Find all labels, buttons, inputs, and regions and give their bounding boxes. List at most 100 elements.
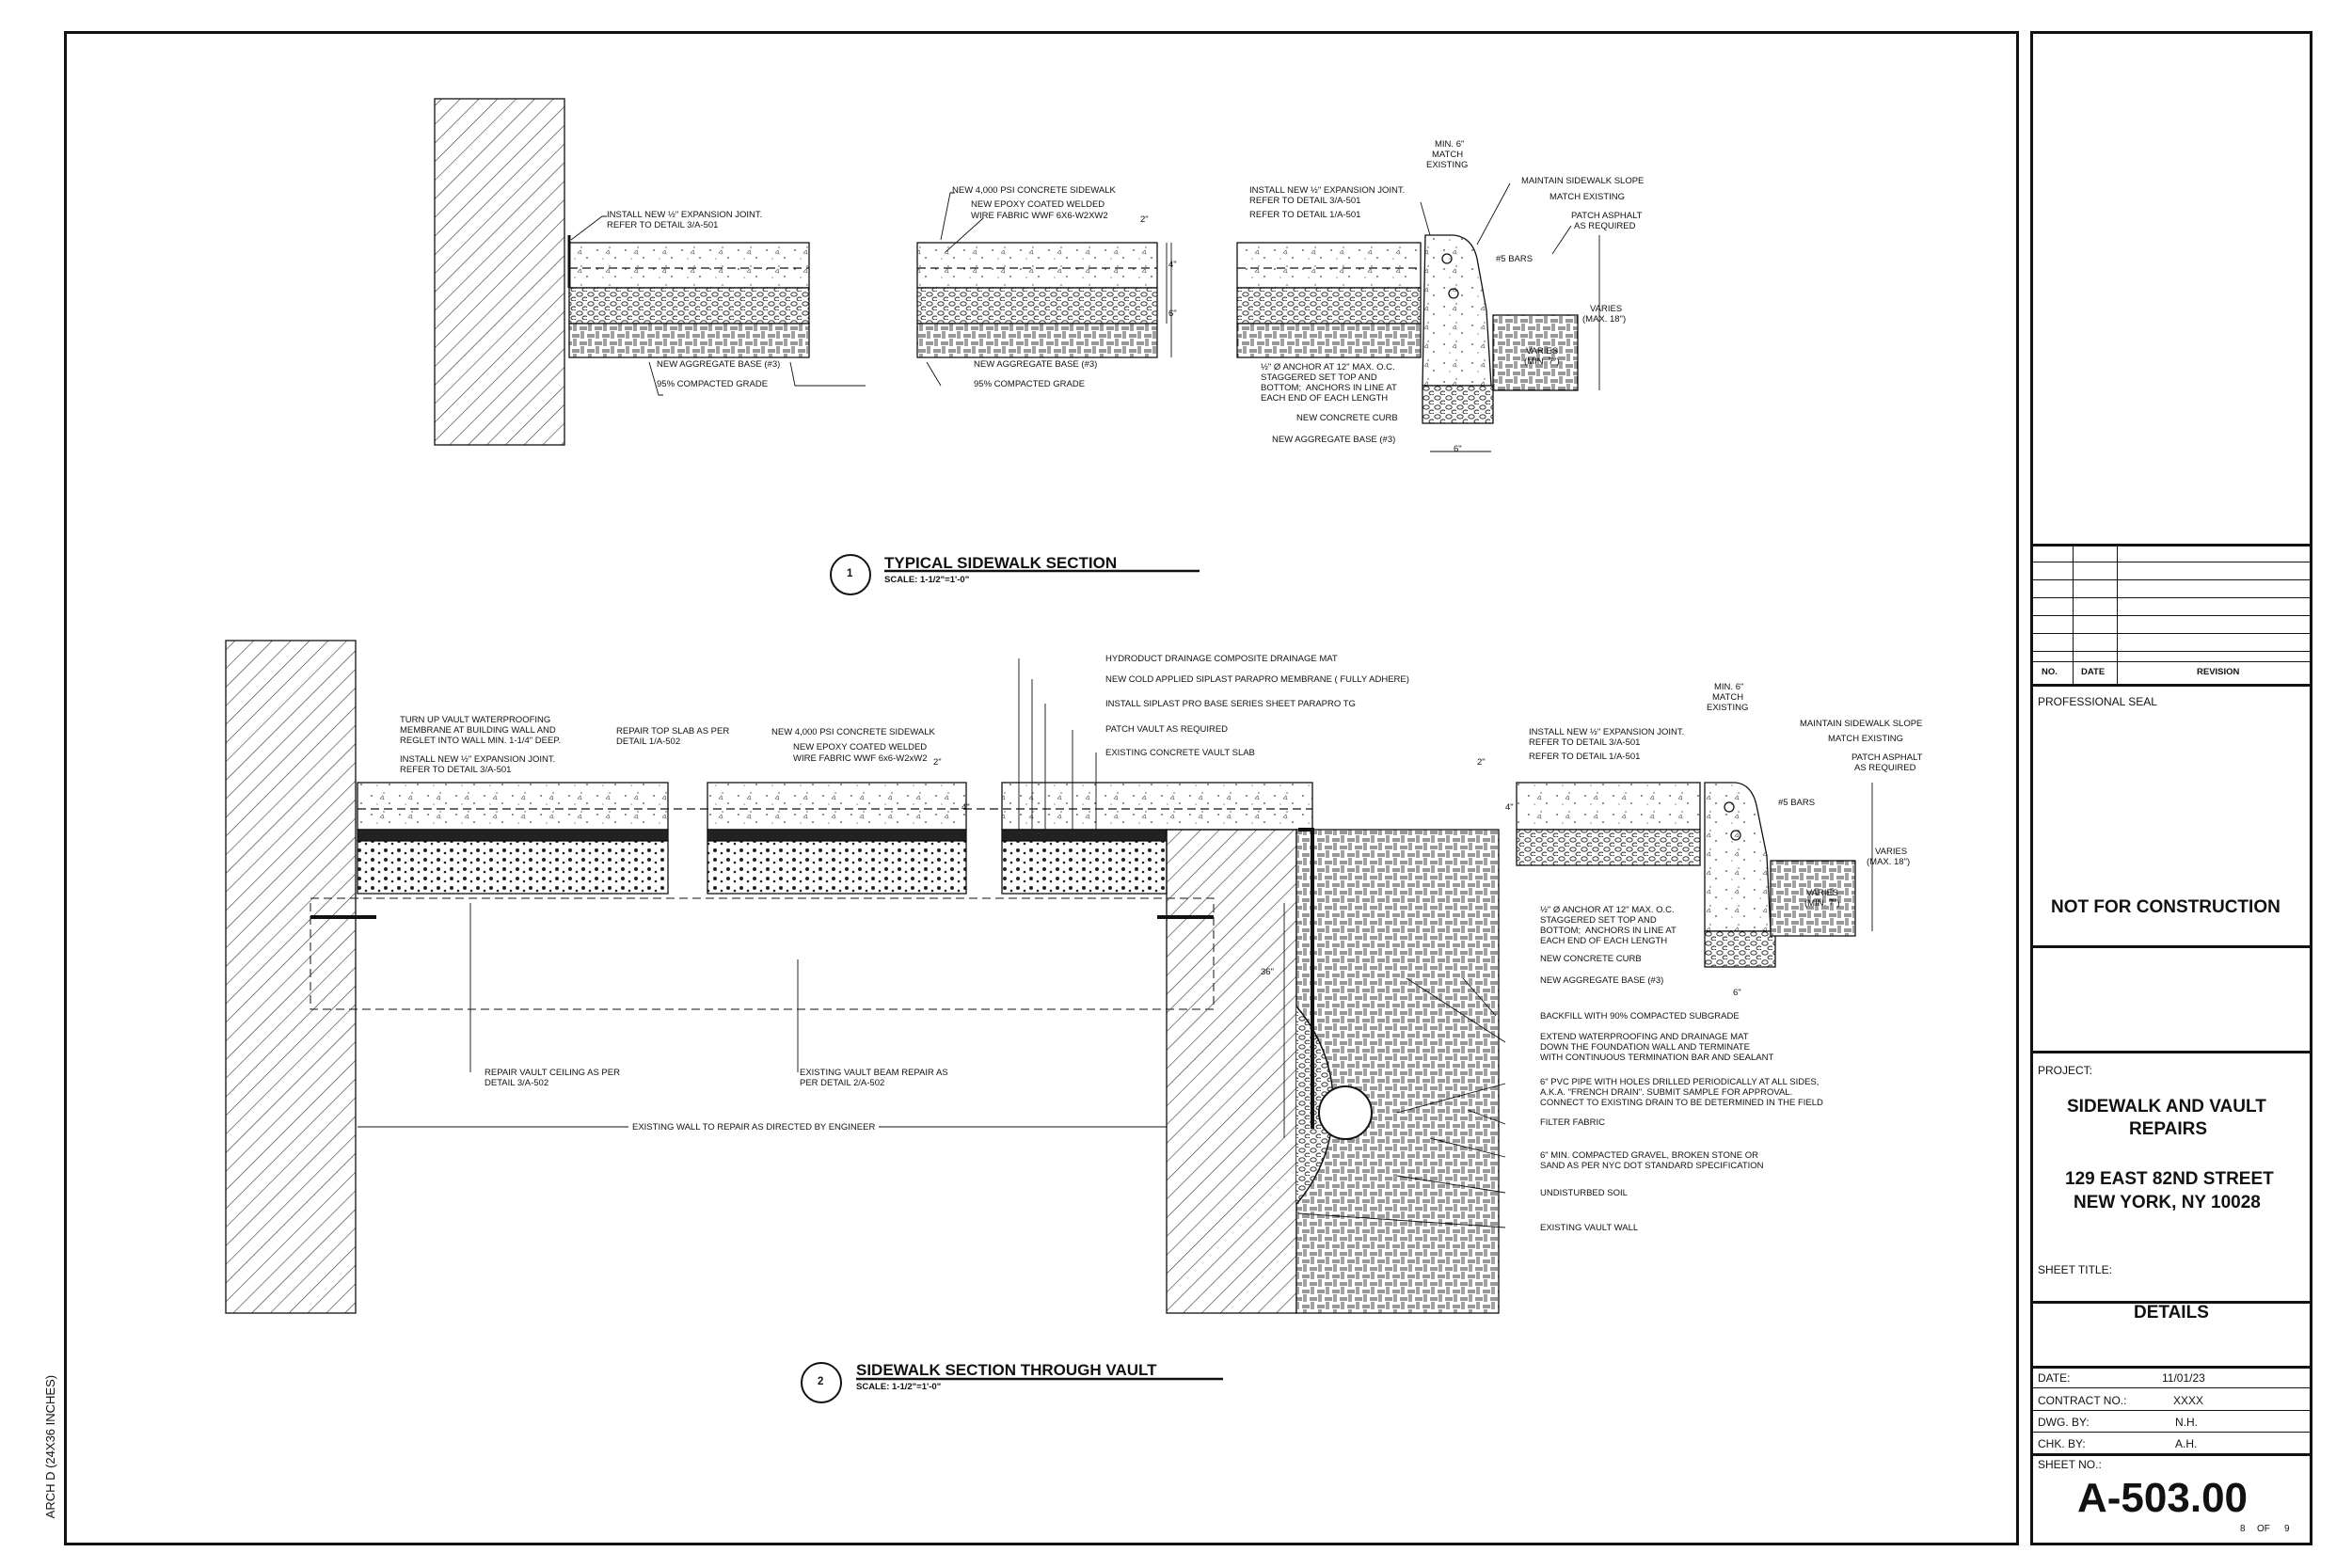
- detail-scale: SCALE: 1-1/2"=1'-0": [856, 1382, 942, 1392]
- note-varies: (MIN. 7"): [1524, 356, 1560, 367]
- note-curb: NEW CONCRETE CURB: [1540, 954, 1642, 964]
- sheet-title: DETAILS: [2134, 1303, 2209, 1323]
- note-patch-vault: PATCH VAULT AS REQUIRED: [1105, 724, 1229, 735]
- tb-divider: [2030, 544, 2312, 546]
- rev-header-revision: REVISION: [2197, 667, 2240, 677]
- rev-header-no: NO.: [2042, 667, 2058, 677]
- note-anchor: STAGGERED SET TOP AND: [1261, 372, 1377, 383]
- note-ceiling: REPAIR VAULT CEILING AS PER: [485, 1068, 620, 1078]
- rev-row-line: [2030, 651, 2312, 652]
- sheet-count: OF: [2257, 1524, 2270, 1534]
- note-exp-joint: INSTALL NEW ½" EXPANSION JOINT.: [607, 210, 763, 220]
- detail-title: TYPICAL SIDEWALK SECTION: [884, 554, 1118, 572]
- rev-row-line: [2030, 615, 2312, 616]
- rev-row-line: [2030, 633, 2312, 634]
- sheet-title-label: SHEET TITLE:: [2038, 1263, 2112, 1276]
- note-patch: AS REQUIRED: [1854, 763, 1916, 773]
- dim-label: 6": [1454, 444, 1462, 454]
- project-address: 129 EAST 82ND STREET: [2065, 1169, 2274, 1189]
- rev-header-date: DATE: [2081, 667, 2106, 677]
- note-extend: DOWN THE FOUNDATION WALL AND TERMINATE: [1540, 1042, 1750, 1053]
- note-concrete: NEW 4,000 PSI CONCRETE SIDEWALK: [952, 185, 1116, 196]
- rev-col-line: [2117, 544, 2118, 684]
- not-for-construction: NOT FOR CONSTRUCTION: [2051, 897, 2280, 917]
- sheet-size-label: ARCH D (24X36 INCHES): [43, 1374, 58, 1519]
- note-varies: (MAX. 18"): [1582, 314, 1627, 325]
- note-turnup: TURN UP VAULT WATERPROOFING: [400, 715, 551, 725]
- note-varies: (MAX. 18"): [1867, 857, 1911, 867]
- note-pro-base: INSTALL SIPLAST PRO BASE SERIES SHEET PA…: [1105, 699, 1356, 709]
- note-concrete: NEW 4,000 PSI CONCRETE SIDEWALK: [771, 727, 935, 737]
- note-hydroduct: HYDRODUCT DRAINAGE COMPOSITE DRAINAGE MA…: [1105, 654, 1338, 664]
- note-anchor: BOTTOM; ANCHORS IN LINE AT: [1540, 926, 1677, 936]
- note-patch: PATCH ASPHALT: [1851, 752, 1923, 763]
- note-grade: 95% COMPACTED GRADE: [974, 379, 1086, 389]
- note-exist-slab: EXISTING CONCRETE VAULT SLAB: [1105, 748, 1255, 758]
- tb-divider: [2030, 1366, 2312, 1369]
- dim-label: 2": [933, 757, 942, 768]
- sheet-count: 9: [2284, 1524, 2290, 1534]
- note-curb: NEW CONCRETE CURB: [1296, 413, 1398, 423]
- note-min6: MIN. 6": [1435, 139, 1465, 150]
- chk-by-value: A.H.: [2175, 1437, 2198, 1450]
- note-slope: MAINTAIN SIDEWALK SLOPE: [1800, 719, 1923, 729]
- note-exp-joint: REFER TO DETAIL 3/A-501: [1529, 737, 1641, 748]
- note-agg-base: NEW AGGREGATE BASE (#3): [974, 359, 1098, 370]
- note-min6: MATCH: [1712, 692, 1744, 703]
- rev-col-line: [2073, 544, 2074, 684]
- dim-label: 4": [1168, 260, 1177, 270]
- note-exist-wall: EXISTING VAULT WALL: [1540, 1223, 1639, 1233]
- note-anchor: EACH END OF EACH LENGTH: [1261, 393, 1389, 404]
- note-grade: 95% COMPACTED GRADE: [657, 379, 769, 389]
- dwg-by-label: DWG. BY:: [2038, 1416, 2090, 1429]
- detail-scale: SCALE: 1-1/2"=1'-0": [884, 575, 970, 585]
- note-wwf: NEW EPOXY COATED WELDED: [793, 742, 928, 752]
- detail-title: SIDEWALK SECTION THROUGH VAULT: [856, 1361, 1157, 1379]
- dim-label: 36": [1261, 967, 1274, 977]
- tb-divider: [2030, 1051, 2312, 1053]
- note-exp-joint: INSTALL NEW ½" EXPANSION JOINT.: [400, 754, 556, 765]
- info-row-line: [2030, 1387, 2312, 1388]
- note-anchor: EACH END OF EACH LENGTH: [1540, 936, 1668, 946]
- note-varies: VARIES: [1875, 847, 1908, 857]
- sheet-count: 8: [2240, 1524, 2246, 1534]
- date-value: 11/01/23: [2162, 1371, 2205, 1385]
- note-pvc: 6" PVC PIPE WITH HOLES DRILLED PERIODICA…: [1540, 1077, 1820, 1087]
- note-beam: EXISTING VAULT BEAM REPAIR AS: [800, 1068, 948, 1078]
- rev-row-line: [2030, 579, 2312, 580]
- note-min6: MIN. 6": [1714, 682, 1744, 692]
- dim-label: 2": [1477, 757, 1486, 768]
- note-varies: VARIES: [1590, 304, 1623, 314]
- note-min6: EXISTING: [1707, 703, 1749, 713]
- note-cold-applied: NEW COLD APPLIED SIPLAST PARAPRO MEMBRAN…: [1105, 674, 1409, 685]
- note-agg-base: NEW AGGREGATE BASE (#3): [657, 359, 781, 370]
- note-pvc: A.K.A. "FRENCH DRAIN". SUBMIT SAMPLE FOR…: [1540, 1087, 1793, 1098]
- dim-label: 6": [1733, 988, 1741, 998]
- note-varies: (MIN. 7"): [1804, 898, 1840, 909]
- note-patch: AS REQUIRED: [1574, 221, 1636, 231]
- seal-label: PROFESSIONAL SEAL: [2038, 695, 2157, 708]
- note-exp-joint: REFER TO DETAIL 3/A-501: [400, 765, 512, 775]
- note-exp-joint: REFER TO DETAIL 3/A-501: [607, 220, 719, 230]
- note-patch: PATCH ASPHALT: [1571, 211, 1643, 221]
- note-agg-base: NEW AGGREGATE BASE (#3): [1272, 435, 1396, 445]
- info-row-line: [2030, 1432, 2312, 1433]
- note-anchor: ½" Ø ANCHOR AT 12" MAX. O.C.: [1540, 905, 1675, 915]
- drawing-frame: [64, 31, 2019, 1545]
- dwg-by-value: N.H.: [2175, 1416, 2198, 1429]
- dim-label: 2": [1140, 214, 1149, 225]
- note-turnup: REGLET INTO WALL MIN. 1-1/4" DEEP.: [400, 736, 562, 746]
- sheet-number: A-503.00: [2077, 1475, 2249, 1521]
- info-row-line: [2030, 1410, 2312, 1411]
- note-exp-joint: INSTALL NEW ½" EXPANSION JOINT.: [1529, 727, 1685, 737]
- note-agg-base: NEW AGGREGATE BASE (#3): [1540, 975, 1664, 986]
- note-undisturbed: UNDISTURBED SOIL: [1540, 1188, 1628, 1198]
- note-repair-top: REPAIR TOP SLAB AS PER: [616, 726, 730, 736]
- tb-divider: [2030, 1453, 2312, 1456]
- note-varies: VARIES: [1806, 888, 1839, 898]
- note-bars: #5 BARS: [1496, 254, 1534, 264]
- note-refer: REFER TO DETAIL 1/A-501: [1529, 752, 1641, 762]
- tb-divider: [2030, 684, 2312, 687]
- chk-by-label: CHK. BY:: [2038, 1437, 2086, 1450]
